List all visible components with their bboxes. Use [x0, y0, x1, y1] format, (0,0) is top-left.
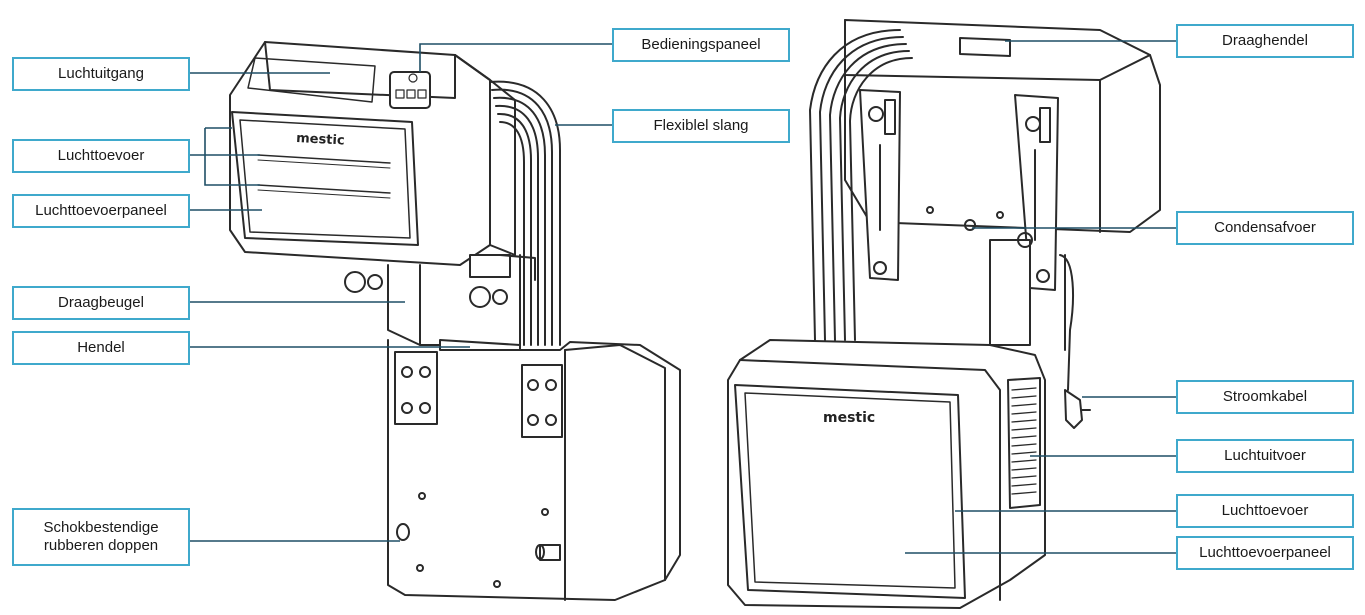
front-logo: mestic	[296, 131, 345, 149]
label-schokbestendige-line1: Schokbestendige	[43, 519, 159, 536]
label-luchttoevoerpaneel-front: Luchttoevoerpaneel	[12, 194, 190, 228]
label-luchtuitvoer: Luchtuitvoer	[1176, 439, 1354, 473]
label-stroomkabel: Stroomkabel	[1176, 380, 1354, 414]
label-luchttoevoer-rear: Luchttoevoer	[1176, 494, 1354, 528]
label-schokbestendige-line2: rubberen doppen	[43, 537, 159, 554]
label-bedieningspaneel: Bedieningspaneel	[612, 28, 790, 62]
rear-logo: mestic	[823, 410, 875, 426]
label-draaghendel: Draaghendel	[1176, 24, 1354, 58]
label-flexibel-slang: Flexiblel slang	[612, 109, 790, 143]
label-hendel: Hendel	[12, 331, 190, 365]
front-view: mestic	[229, 41, 681, 601]
rear-view: mestic	[727, 19, 1161, 609]
label-luchtuitgang: Luchtuitgang	[12, 57, 190, 91]
label-luchttoevoer-front: Luchttoevoer	[12, 139, 190, 173]
label-schokbestendige-rubberen-doppen: Schokbestendige rubberen doppen	[12, 508, 190, 566]
leader-lines	[190, 40, 1176, 554]
label-condensafvoer: Condensafvoer	[1176, 211, 1354, 245]
label-luchttoevoerpaneel-rear: Luchttoevoerpaneel	[1176, 536, 1354, 570]
label-draagbeugel: Draagbeugel	[12, 286, 190, 320]
